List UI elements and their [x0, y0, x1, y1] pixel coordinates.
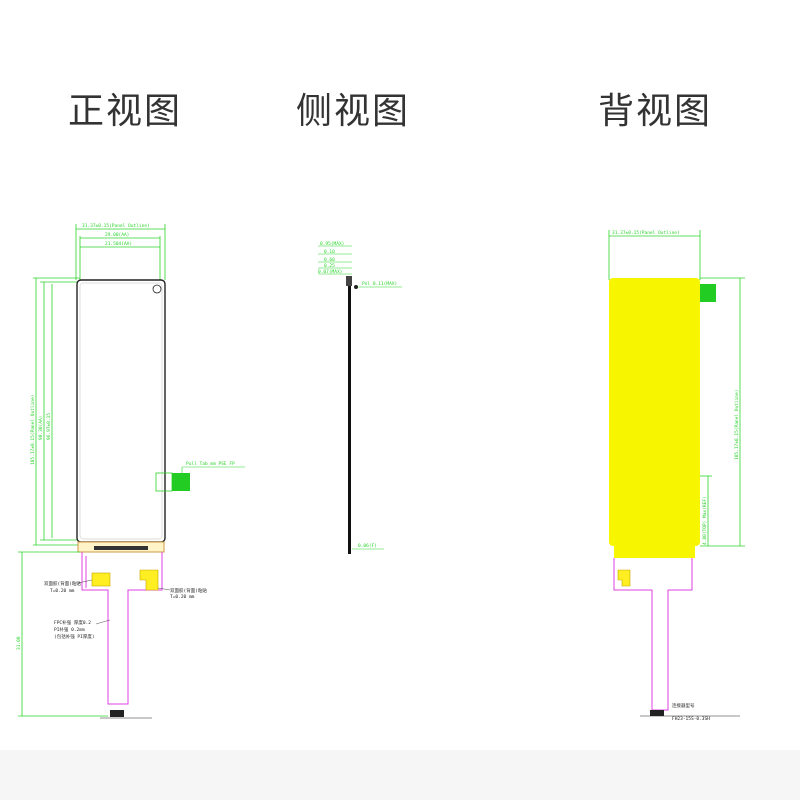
front-outer-width-label: 31.37±0.15(Panel Outline) — [82, 223, 150, 229]
side-thickness-dimensions — [318, 245, 402, 550]
front-camera-hole — [152, 284, 162, 294]
side-bottom-label: 0.06(F) — [358, 543, 377, 549]
front-outer-height-label: 105.17±0.15(Panel Outline) — [30, 395, 36, 465]
front-active-area — [79, 282, 163, 540]
front-stiffener-right — [139, 569, 159, 591]
back-stiffener — [617, 569, 631, 587]
front-active-width-label: 21.504(AA) — [105, 241, 132, 247]
front-fpc-length-label: 31.00 — [16, 636, 22, 650]
front-driver-ic — [94, 546, 148, 550]
back-connector — [650, 710, 664, 716]
side-thickness-4: 0.25 — [324, 263, 335, 269]
side-thickness-5: 0.07(MAX) — [318, 269, 342, 275]
front-stiffener-right-sub: T=0.20 mm — [170, 594, 195, 600]
side-pol-marker — [354, 285, 358, 289]
front-fpc-note-sub: PI补强 0.2mm — [54, 626, 85, 633]
side-panel-body — [348, 286, 351, 554]
front-fpc-note: FPC补强 厚度0.2 — [54, 619, 91, 626]
front-inner-width-label: 29.00(AA) — [105, 232, 129, 238]
back-outer-width-label: 31.37±0.15(Panel Outline) — [612, 230, 680, 236]
front-stiffener-right-note: 双面胶(背面)粘贴 — [170, 587, 207, 594]
front-view-title: 正视图 — [68, 91, 183, 132]
front-fpc-length-dimension — [18, 551, 108, 717]
side-thickness-1: 0.95(MAX) — [320, 241, 344, 247]
front-pull-tab-label: Pull Tab mm PSE FP — [186, 461, 235, 467]
back-outer-height-label: 105.17±0.15(Panel Outline) — [734, 390, 740, 460]
front-view: 31.37±0.15(Panel Outline) 29.00(AA) 21.5… — [16, 223, 245, 719]
front-left-dimensions — [33, 277, 80, 546]
front-inner-height-label: 98.30(AA) — [38, 416, 44, 440]
back-panel-plate — [609, 278, 700, 546]
front-connector — [110, 710, 124, 717]
front-active-height-label: 96.97±0.15 — [46, 413, 52, 440]
back-connector-sub: FH23-15S-0.3SH — [672, 716, 710, 722]
back-lower-strip — [614, 544, 695, 558]
front-stiffener-left-sub: T=0.20 mm — [50, 588, 75, 594]
side-top-stack — [346, 276, 352, 286]
side-view: 0.95(MAX) 0.10 0.60 0.25 0.07(MAX) Pol 0… — [318, 241, 402, 554]
front-fpc-note-sub2: (包括补强 PI厚度) — [54, 633, 95, 640]
front-pull-tab-pad — [172, 473, 190, 491]
front-stiffener-left — [91, 572, 111, 587]
front-top-dimensions — [75, 224, 166, 280]
back-connector-label: 连接器型号 — [672, 702, 695, 709]
front-stiffener-left-note: 双面胶(背面)粘贴 — [44, 580, 81, 587]
footer-band — [0, 750, 800, 800]
back-right-dimensions — [700, 277, 745, 547]
back-lower-label: 4.80(TOP) Max(REF) — [702, 496, 708, 545]
back-view-title: 背视图 — [598, 91, 713, 132]
front-panel-outline — [76, 279, 166, 543]
back-view: 31.37±0.15(Panel Outline) 105.17±0.15(Pa… — [608, 230, 745, 722]
back-top-dimensions — [608, 230, 701, 280]
side-thickness-3: 0.60 — [324, 257, 335, 263]
side-pol-label: Pol 0.11(MAX) — [362, 281, 397, 287]
side-view-title: 侧视图 — [296, 91, 411, 132]
back-tab-pad — [700, 284, 716, 302]
side-thickness-2: 0.10 — [324, 249, 335, 255]
